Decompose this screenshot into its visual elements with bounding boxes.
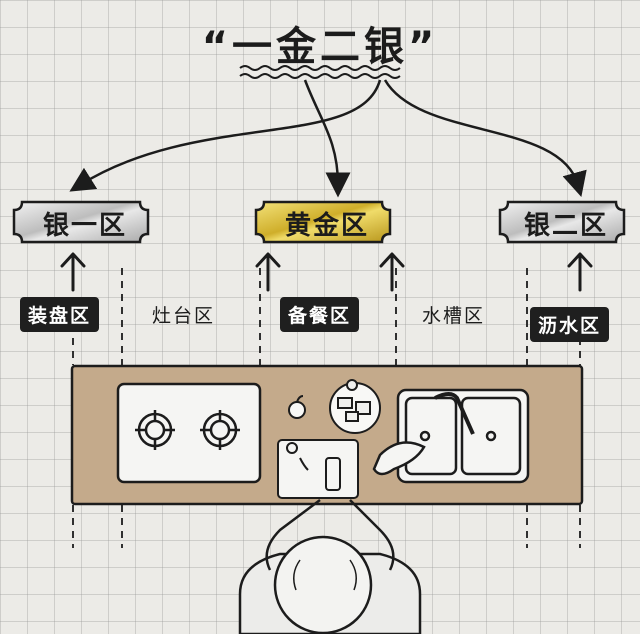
page-title: “一金二银” <box>201 24 439 70</box>
zone-drain-label: 沥水区 <box>530 307 610 342</box>
knife-icon <box>325 457 341 491</box>
zone-plating-label: 装盘区 <box>20 297 100 332</box>
zone-sink-label: 水槽区 <box>422 305 486 327</box>
zone-prep-label: 备餐区 <box>280 297 360 332</box>
title-arrows <box>69 79 587 198</box>
head-icon <box>273 535 373 634</box>
burner-right-icon <box>200 410 240 450</box>
prep-items <box>277 379 381 499</box>
gas-stove <box>116 382 262 484</box>
apple-icon <box>288 401 306 419</box>
burner-left-icon <box>135 410 175 450</box>
plaque-silver-one-label: 银一区 <box>42 211 127 241</box>
silver-two-plaque <box>498 200 626 244</box>
zone-stove-label: 灶台区 <box>152 305 216 327</box>
double-sink <box>372 388 530 484</box>
towel-icon <box>372 441 426 476</box>
zone-up-arrows <box>60 252 593 292</box>
plaque-silver-two-label: 银二区 <box>523 211 608 241</box>
plaque-gold-label: 黄金区 <box>284 211 369 241</box>
gold-plaque <box>254 200 392 244</box>
silver-one-plaque <box>12 200 150 244</box>
faucet-icon <box>434 392 475 435</box>
person-illustration <box>238 499 422 634</box>
zone-boundary-lines <box>72 268 581 548</box>
title-underline <box>239 65 401 79</box>
